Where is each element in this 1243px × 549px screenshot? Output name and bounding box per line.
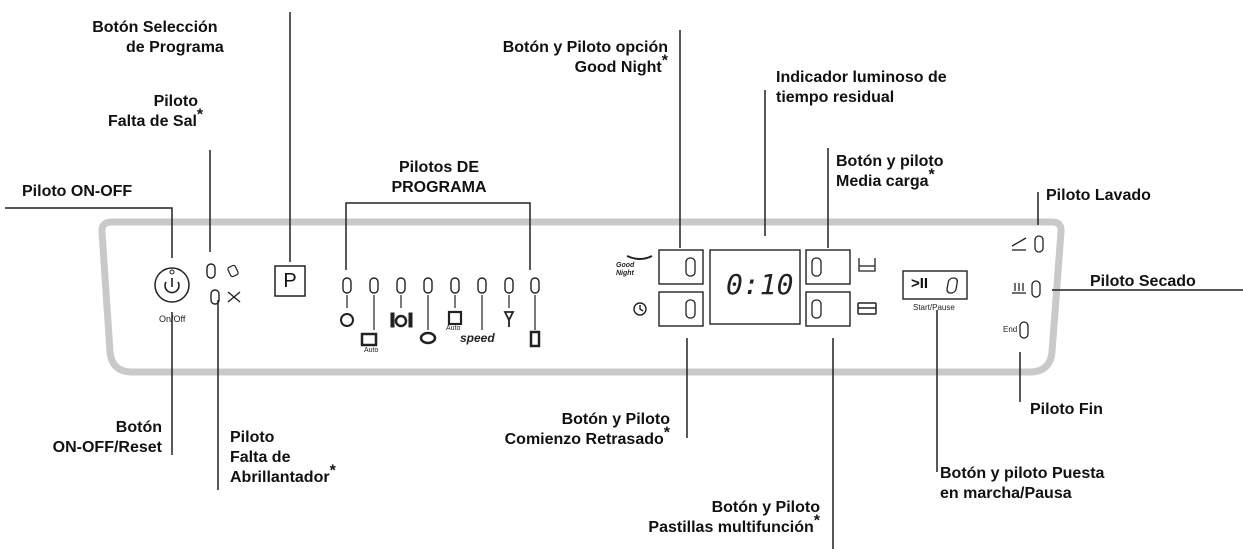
program-icon-prewash — [340, 313, 354, 327]
label-program-button: Botón Selección de Programa — [92, 19, 224, 56]
tablet-icon — [857, 302, 877, 315]
label-on-off-led: Piloto ON-OFF — [22, 183, 133, 200]
label-rinse-aid: Piloto Falta de Abrillantador* — [230, 429, 336, 486]
multi-tablets-led — [811, 299, 822, 319]
rinse-aid-led — [210, 289, 220, 305]
program-icon-glass — [503, 311, 515, 327]
wash-led — [1034, 235, 1044, 253]
start-pause-symbol: >II — [911, 275, 929, 292]
end-led — [1019, 321, 1029, 339]
clock-icon — [633, 302, 647, 316]
dry-icon — [1012, 283, 1026, 294]
delay-start-button[interactable] — [658, 291, 704, 327]
salt-icon — [227, 264, 239, 278]
wash-icon — [1011, 237, 1027, 251]
program-led-4 — [423, 277, 433, 294]
label-end-led: Piloto Fin — [1030, 401, 1103, 418]
program-icon-eco — [419, 331, 437, 345]
program-key-label: P — [283, 270, 297, 292]
remaining-time-display — [709, 249, 801, 325]
start-pause-caption: Start/Pause — [913, 303, 955, 312]
end-caption: End — [1003, 325, 1018, 334]
program-led-6 — [477, 277, 487, 294]
power-icon — [164, 278, 180, 294]
speed-caption: speed — [460, 331, 495, 345]
good-night-icon: Good Night — [616, 262, 635, 277]
program-icon-normal — [390, 312, 413, 328]
program-led-7 — [504, 277, 514, 294]
program-led-5 — [450, 277, 460, 294]
label-multi-tablets: Botón y Piloto Pastillas multifunción* — [648, 499, 820, 536]
label-half-load: Botón y piloto Media carga* — [836, 153, 944, 190]
label-on-off-reset: Botón ON-OFF/Reset — [52, 419, 162, 456]
good-night-button[interactable] — [658, 249, 704, 285]
salt-led — [206, 263, 216, 279]
label-delay-start: Botón y Piloto Comienzo Retrasado* — [504, 411, 670, 448]
program-icon-auto-half — [447, 310, 463, 326]
on-off-led — [169, 269, 175, 275]
display-time: 0:10 — [726, 268, 794, 301]
good-night-led — [685, 257, 696, 277]
program-leds — [342, 277, 540, 294]
auto-caption-2: Auto — [446, 325, 461, 332]
leader-program-leds — [345, 202, 531, 270]
label-wash-led: Piloto Lavado — [1046, 187, 1151, 204]
label-start-pause: Botón y piloto Puesta en marcha/Pausa — [940, 465, 1105, 502]
multi-tablets-button[interactable] — [805, 291, 851, 327]
auto-caption-1: Auto — [364, 347, 379, 354]
label-salt: Piloto Falta de Sal* — [108, 93, 204, 130]
label-dry-led: Piloto Secado — [1090, 273, 1196, 290]
start-pause-led — [946, 277, 958, 294]
program-led-3 — [396, 277, 406, 294]
rinse-aid-icon — [227, 291, 241, 303]
half-load-icon — [858, 258, 876, 272]
control-panel-outline — [98, 218, 1065, 376]
program-icon-rinse — [529, 330, 541, 348]
label-good-night: Botón y Piloto opción Good Night* — [502, 39, 668, 76]
program-button[interactable] — [274, 265, 306, 297]
moon-icon — [626, 255, 653, 260]
delay-start-led — [685, 299, 696, 319]
leader-on-off-led — [5, 207, 173, 258]
label-remaining-time: Indicador luminoso de tiempo residual — [776, 69, 947, 106]
label-program-leds: Pilotos DE PROGRAMA — [391, 159, 487, 196]
program-icon-auto-intensive — [360, 332, 378, 347]
program-led-8 — [530, 277, 540, 294]
half-load-button[interactable] — [805, 249, 851, 285]
program-led-2 — [369, 277, 379, 294]
dry-led — [1031, 280, 1041, 298]
program-led-1 — [342, 277, 352, 294]
on-off-caption: On/Off — [159, 314, 186, 324]
half-load-led — [811, 257, 822, 277]
